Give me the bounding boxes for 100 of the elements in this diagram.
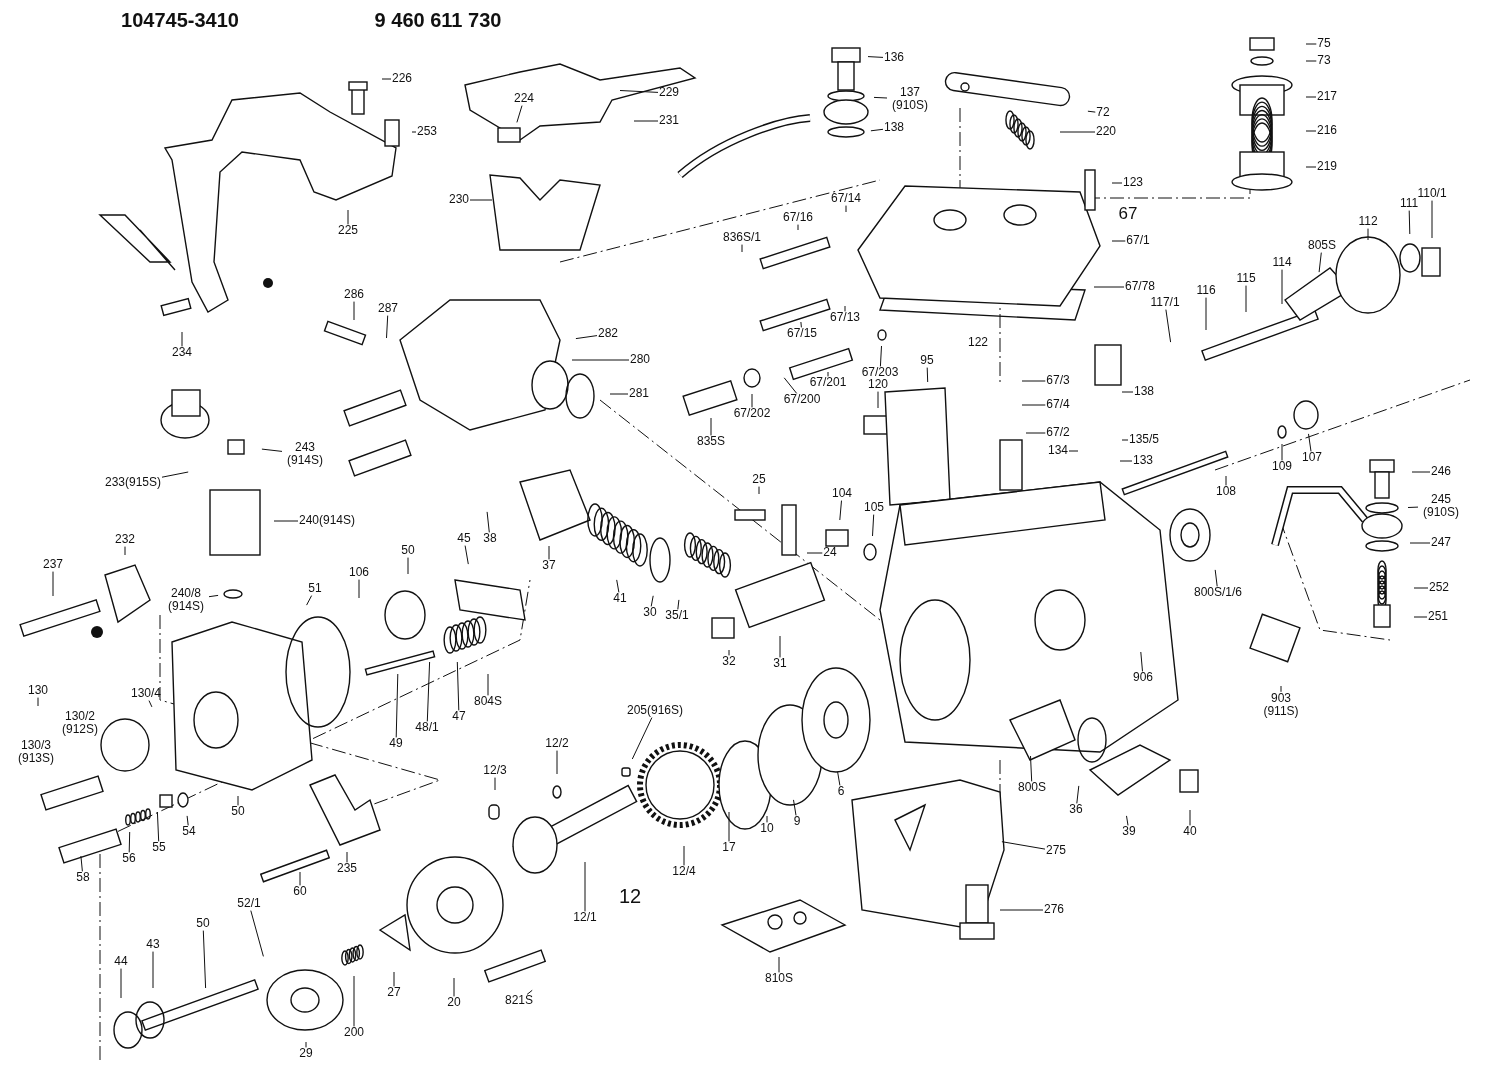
leader-line (1407, 506, 1419, 508)
leader-line (1281, 269, 1283, 305)
callout-number: 216 (1316, 124, 1338, 138)
leader-line (1305, 166, 1317, 168)
callout-number: 95 (919, 354, 935, 368)
callout-number: 12/1 (572, 911, 598, 925)
callout-number: 30 (642, 606, 658, 620)
callout-number: 40 (1182, 825, 1198, 839)
leader-line (426, 661, 431, 722)
callout-number: 112 (1357, 215, 1379, 229)
leader-line (1225, 475, 1227, 486)
leader-line (156, 811, 160, 842)
leader-line (1205, 297, 1207, 331)
leader-line (1411, 471, 1431, 473)
leader-line (741, 244, 743, 253)
leader-line (797, 224, 799, 231)
callout-number: 286 (343, 288, 365, 302)
leader-line (273, 520, 299, 522)
leader-line (52, 571, 54, 597)
callout-number: 276 (1043, 903, 1065, 917)
callout-number: 107 (1301, 451, 1323, 465)
callout-number: 105 (863, 501, 885, 515)
callout-number: 20 (446, 996, 462, 1010)
leader-line (1076, 785, 1080, 804)
leader-line (877, 391, 879, 409)
leader-line (845, 205, 847, 213)
leader-line (1308, 433, 1312, 452)
leader-line (395, 673, 399, 738)
callout-number: 44 (113, 955, 129, 969)
callout-number: 9 (792, 815, 802, 829)
callout-number: 226 (391, 72, 413, 86)
leader-line (1413, 616, 1428, 618)
leader-line (1245, 285, 1247, 313)
callout-number: 29 (298, 1047, 314, 1061)
leader-line (456, 661, 460, 711)
callout-number: 224 (513, 92, 535, 106)
callout-number: 275 (1045, 844, 1067, 858)
callout-number: 67/13 (829, 311, 861, 325)
callout-number: 36 (1068, 803, 1084, 817)
leader-line (453, 977, 455, 997)
leader-line (1121, 439, 1129, 441)
callout-number: 75 (1316, 37, 1332, 51)
callout-number: 67 (1118, 204, 1138, 224)
leader-line (926, 367, 929, 383)
callout-number: 114 (1271, 256, 1293, 270)
leader-line (148, 700, 153, 708)
callout-number: 240/8 (914S) (163, 586, 209, 614)
leader-line (677, 599, 680, 610)
callout-number: 235 (336, 862, 358, 876)
callout-number: 17 (721, 841, 737, 855)
leader-line (1021, 404, 1046, 406)
callout-number: 133 (1132, 454, 1154, 468)
leader-line (778, 956, 780, 973)
leader-line (1305, 96, 1317, 98)
leader-line (37, 697, 39, 707)
leader-line (353, 301, 355, 321)
callout-number: 52/1 (236, 897, 262, 911)
callout-number: 130/3 (913S) (17, 738, 55, 766)
leader-line (616, 579, 620, 593)
callout-number: 67/202 (732, 407, 772, 421)
callout-number: 67/200 (782, 393, 822, 407)
callout-number: 903 (911S) (1258, 691, 1304, 719)
leader-line (347, 209, 349, 225)
leader-line (1119, 460, 1133, 462)
callout-number: 800S/1/6 (1193, 586, 1243, 600)
callout-number: 800S (1017, 781, 1047, 795)
leader-line (584, 861, 586, 912)
leader-line (1025, 432, 1046, 434)
callout-number: 67/78 (1124, 280, 1156, 294)
callout-number: 67/16 (782, 211, 814, 225)
callout-number: 230 (448, 193, 470, 207)
callout-number: 39 (1121, 825, 1137, 839)
callout-number: 117/1 (1149, 296, 1181, 310)
callout-number: 237 (42, 558, 64, 572)
leader-line (407, 557, 409, 575)
callout-number: 25 (751, 473, 767, 487)
callout-number: 130/4 (130, 687, 162, 701)
callout-number: 246 (1430, 465, 1452, 479)
callout-number: 60 (292, 885, 308, 899)
callout-number: 281 (628, 387, 650, 401)
leader-line (299, 871, 301, 886)
leader-line (837, 771, 841, 786)
callout-number: 231 (658, 114, 680, 128)
leader-line (261, 448, 283, 452)
callout-number: 120 (867, 378, 889, 392)
callout-number: 232 (114, 533, 136, 547)
leader-line (548, 545, 550, 560)
callout-number: 810S (764, 972, 794, 986)
leader-line (487, 673, 489, 696)
leader-line (1305, 43, 1317, 45)
leader-line (526, 989, 533, 995)
leader-line (683, 845, 685, 866)
leader-line (80, 855, 83, 872)
callout-number: 205(916S) (626, 704, 684, 718)
callout-number: 247 (1430, 536, 1452, 550)
leader-line (728, 649, 730, 656)
callout-number: 50 (230, 805, 246, 819)
callout-number: 906 (1132, 671, 1154, 685)
callout-number: 67/2 (1045, 426, 1071, 440)
leader-line (806, 552, 823, 554)
